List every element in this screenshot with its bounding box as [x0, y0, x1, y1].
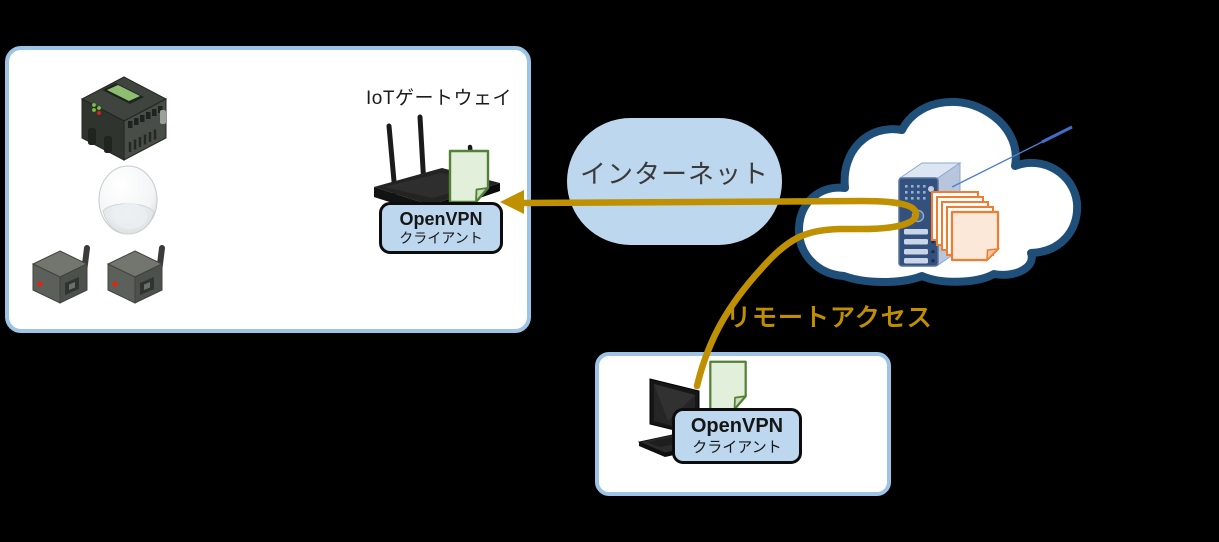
document-stack-icon: [931, 191, 1001, 262]
callout-line: [951, 125, 1073, 188]
remote-access-label: リモートアクセス: [726, 304, 933, 332]
internet-pill: インターネット: [567, 118, 782, 245]
wireless-node-icon: [31, 245, 90, 304]
data-logger-icon: [80, 76, 168, 161]
badge-line2: クライアント: [692, 438, 782, 456]
badge-line2: クライアント: [399, 230, 483, 247]
badge-line1: OpenVPN: [399, 209, 483, 230]
internet-label: インターネット: [579, 159, 769, 189]
remote-box: OpenVPN クライアント: [595, 352, 891, 496]
lan-box: IoTゲートウェイ OpenVPN クライアント: [5, 46, 531, 333]
badge-line1: OpenVPN: [690, 415, 784, 438]
openvpn-client-badge: OpenVPN クライアント: [379, 202, 503, 254]
green-document-icon: [709, 360, 747, 411]
wireless-node-icon: [106, 245, 165, 304]
motion-sensor-icon: [98, 165, 158, 235]
openvpn-client-badge: OpenVPN クライアント: [672, 408, 802, 464]
gateway-label: IoTゲートウェイ: [366, 88, 512, 109]
cloud: [795, 97, 1082, 286]
green-document-icon: [448, 149, 490, 204]
